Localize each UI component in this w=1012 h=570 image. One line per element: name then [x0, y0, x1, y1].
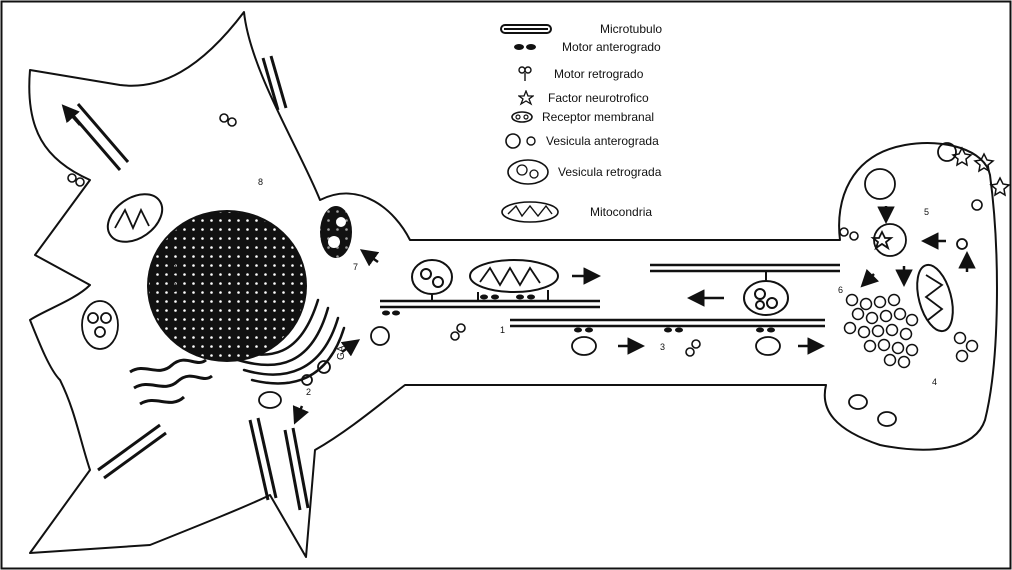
receptor-icon	[510, 110, 534, 124]
retrograde-vesicle-axon-1	[412, 260, 452, 300]
legend: Microtubulo Motor anterogrado Motor retr…	[500, 22, 740, 232]
legend-mitochondria-label: Mitocondria	[590, 205, 652, 219]
synaptic-vesicle-cluster	[845, 295, 978, 368]
mitochondrion-axon	[470, 260, 558, 300]
retrograde-motor-icon	[518, 66, 532, 82]
multivesicular-body	[82, 301, 118, 349]
golgi-label: GA	[336, 345, 347, 360]
step-6-label: 6	[838, 285, 843, 295]
legend-mitochondria: Mitocondria	[500, 200, 652, 224]
step-4-label: 4	[932, 377, 937, 387]
legend-retrograde-vesicle-label: Vesicula retrograda	[558, 165, 661, 179]
legend-anterograde-motor-label: Motor anterogrado	[562, 40, 661, 54]
legend-retrograde-motor: Motor retrogrado	[518, 66, 643, 82]
endocytic-vesicle	[865, 143, 956, 256]
legend-microtubule-label: Microtubulo	[600, 22, 662, 36]
retrograde-vesicle-icon	[506, 158, 550, 186]
star-icon	[518, 90, 534, 106]
step-3-label: 3	[660, 342, 665, 352]
mitochondria-icon	[500, 200, 560, 224]
step-5-label: 5	[924, 207, 929, 217]
step-8-label: 8	[258, 177, 263, 187]
nucleus-label: Nucleus	[168, 264, 179, 300]
legend-retrograde-vesicle: Vesicula retrograda	[506, 158, 661, 186]
step-2-label: 2	[306, 387, 311, 397]
legend-microtubule: Microtubulo	[500, 22, 662, 36]
anterograde-vesicle-icon	[504, 132, 538, 150]
retrograde-vesicle-soma	[320, 206, 352, 258]
retrograde-vesicle-axon-2	[744, 272, 788, 315]
legend-membrane-receptor-label: Receptor membranal	[542, 110, 654, 124]
step-7-label: 7	[353, 262, 358, 272]
mitochondrion-soma	[99, 184, 171, 251]
neurotrophic-factor-stars	[953, 148, 1009, 195]
legend-neurotrophic-factor-label: Factor neurotrofico	[548, 91, 649, 105]
legend-anterograde-motor: Motor anterogrado	[512, 40, 661, 54]
microtubule-icon	[500, 24, 552, 34]
endoplasmic-reticulum	[130, 360, 212, 404]
anterograde-vesicles	[259, 239, 967, 426]
axon-microtubules	[380, 265, 840, 326]
mitochondrion-terminal	[911, 261, 960, 335]
legend-membrane-receptor: Receptor membranal	[510, 110, 654, 124]
anterograde-motor-icon	[512, 42, 538, 52]
step-1-label: 1	[500, 325, 505, 335]
legend-retrograde-motor-label: Motor retrogrado	[554, 67, 643, 81]
legend-anterograde-vesicle-label: Vesicula anterograda	[546, 134, 659, 148]
legend-anterograde-vesicle: Vesicula anterograda	[504, 132, 659, 150]
legend-neurotrophic-factor: Factor neurotrofico	[518, 90, 649, 106]
